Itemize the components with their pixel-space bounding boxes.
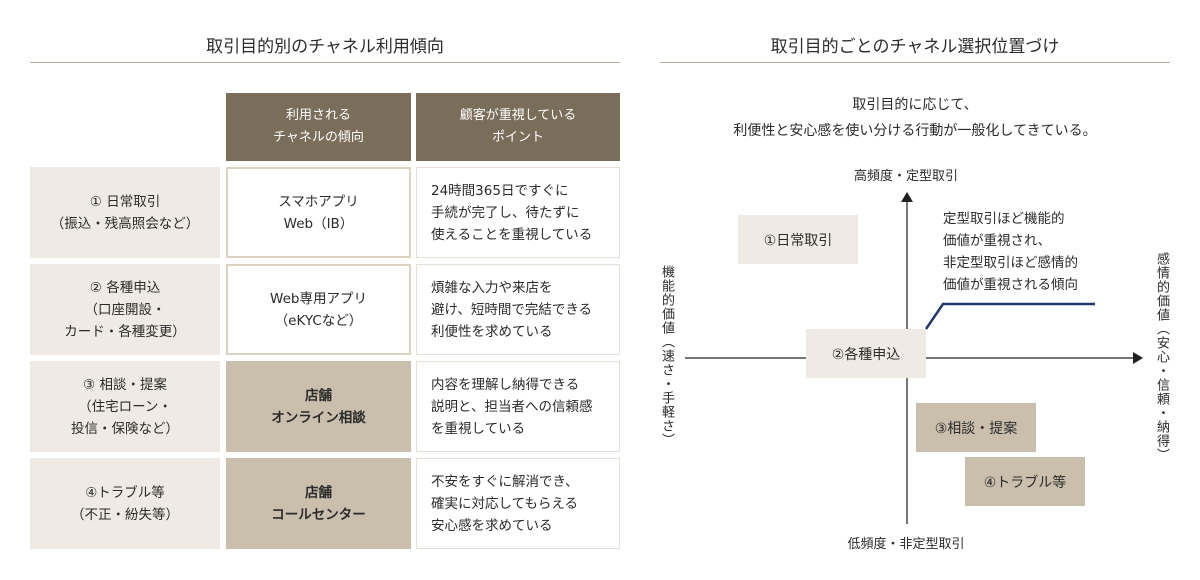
point-cell: 不安をすぐに解消でき、 確実に対応してもらえる 安心感を求めている <box>416 458 620 549</box>
channel-cell: スマホアプリ Web（IB） <box>226 167 411 258</box>
arrow-up-icon <box>901 192 913 202</box>
channel-cell: 店舗 コールセンター <box>226 458 411 549</box>
purpose-cell: ③ 相談・提案 （住宅ローン・ 投信・保険など） <box>30 361 220 452</box>
channel-cell: Web専用アプリ （eKYCなど） <box>226 264 411 355</box>
header-channel: 利用される チャネルの傾向 <box>226 93 411 161</box>
purpose-cell: ④トラブル等 （不正・紛失等） <box>30 458 220 549</box>
box-consultation: ③相談・提案 <box>916 403 1036 452</box>
purpose-cell: ① 日常取引 （振込・残高照会など） <box>30 167 220 258</box>
arrow-right-icon <box>1133 352 1143 364</box>
divider <box>660 62 1170 63</box>
divider <box>30 62 620 63</box>
axis-right-label: 感情的価値（安心・信頼・納得） <box>1154 252 1169 462</box>
left-title: 取引目的別のチャネル利用傾向 <box>206 37 444 57</box>
box-application: ②各種申込 <box>806 329 926 378</box>
point-cell: 煩雑な入力や来店を 避け、短時間で完結できる 利便性を求めている <box>416 264 620 355</box>
purpose-cell: ② 各種申込 （口座開設・ カード・各種変更） <box>30 264 220 355</box>
header-point: 顧客が重視している ポイント <box>416 93 620 161</box>
channel-cell: 店舗 オンライン相談 <box>226 361 411 452</box>
axis-left-label: 機能的価値（速さ・手軽さ） <box>659 265 674 447</box>
point-cell: 24時間365日ですぐに 手続が完了し、待たずに 使えることを重視している <box>416 167 620 258</box>
diagram-subtitle: 取引目的に応じて、 利便性と安心感を使い分ける行動が一般化してきている。 <box>733 97 1097 139</box>
axis-top-label: 高頻度・定型取引 <box>853 169 958 184</box>
box-trouble: ④トラブル等 <box>965 457 1085 506</box>
callout-text: 定型取引ほど機能的 価値が重視され、 非定型取引ほど感情的 価値が重視される傾向 <box>943 211 1078 293</box>
right-title: 取引目的ごとのチャネル選択位置づけ <box>770 37 1060 57</box>
axis-bottom-label: 低頻度・非定型取引 <box>847 537 965 552</box>
box-daily: ①日常取引 <box>738 215 858 264</box>
point-cell: 内容を理解し納得できる 説明と、担当者への信頼感 を重視している <box>416 361 620 452</box>
